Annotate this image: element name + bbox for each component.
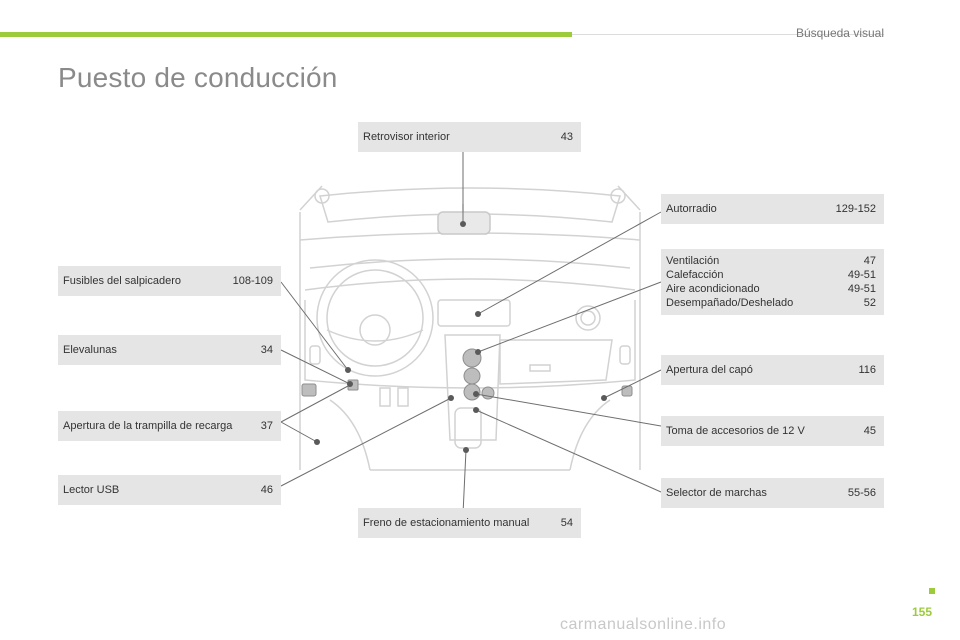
section-header: Búsqueda visual — [795, 26, 884, 40]
label-text: Selector de marchas — [666, 487, 767, 499]
label-capo: Apertura del capó 116 — [661, 355, 884, 385]
label-fusibles: Fusibles del salpicadero 108-109 — [58, 266, 281, 296]
page-number: 155 — [912, 605, 933, 619]
page-ref: 55-56 — [847, 487, 876, 499]
page-ref: 34 — [260, 344, 273, 356]
page-ref: 46 — [260, 484, 273, 496]
label-elevalunas: Elevalunas 34 — [58, 335, 281, 365]
leader-lines — [280, 150, 662, 515]
label-freno: Freno de estacionamiento manual 54 — [358, 508, 581, 538]
label-usb: Lector USB 46 — [58, 475, 281, 505]
page-title: Puesto de conducción — [58, 62, 338, 93]
page-ref: 43 — [560, 131, 573, 143]
label-text: Autorradio — [666, 203, 717, 215]
page-ref: 129-152 — [835, 203, 876, 215]
page-marker — [929, 588, 935, 594]
page-ref: 45 — [863, 425, 876, 437]
dashboard-outline — [299, 185, 641, 471]
accent-bar — [0, 32, 572, 37]
page-ref: 108-109 — [232, 275, 273, 287]
label-toma: Toma de accesorios de 12 V 45 — [661, 416, 884, 446]
page-ref: 54 — [560, 517, 573, 529]
watermark: carmanualsonline.info — [560, 616, 727, 633]
page-ref: 116 — [858, 364, 876, 376]
header-rule — [572, 34, 884, 35]
side-switches — [301, 379, 633, 397]
label-text: Toma de accesorios de 12 V — [666, 425, 805, 437]
page-ref: 37 — [260, 420, 273, 432]
label-trampilla: Apertura de la trampilla de recarga 37 — [58, 411, 281, 441]
label-text: Apertura del capó — [666, 364, 753, 376]
label-autorradio: Autorradio 129-152 — [661, 194, 884, 224]
label-selector: Selector de marchas 55-56 — [661, 478, 884, 508]
label-text: Freno de estacionamiento manual — [363, 517, 530, 529]
label-text: Fusibles del salpicadero — [63, 275, 182, 287]
leader-dots — [314, 221, 607, 453]
label-text: Lector USB — [63, 484, 120, 496]
mirror-shape — [437, 211, 491, 235]
label-text: Apertura de la trampilla de recarga — [63, 420, 233, 432]
label-text: Retrovisor interior — [363, 131, 450, 143]
label-text: Elevalunas — [63, 344, 117, 356]
label-retrovisor: Retrovisor interior 43 — [358, 122, 581, 152]
center-controls — [462, 348, 495, 401]
